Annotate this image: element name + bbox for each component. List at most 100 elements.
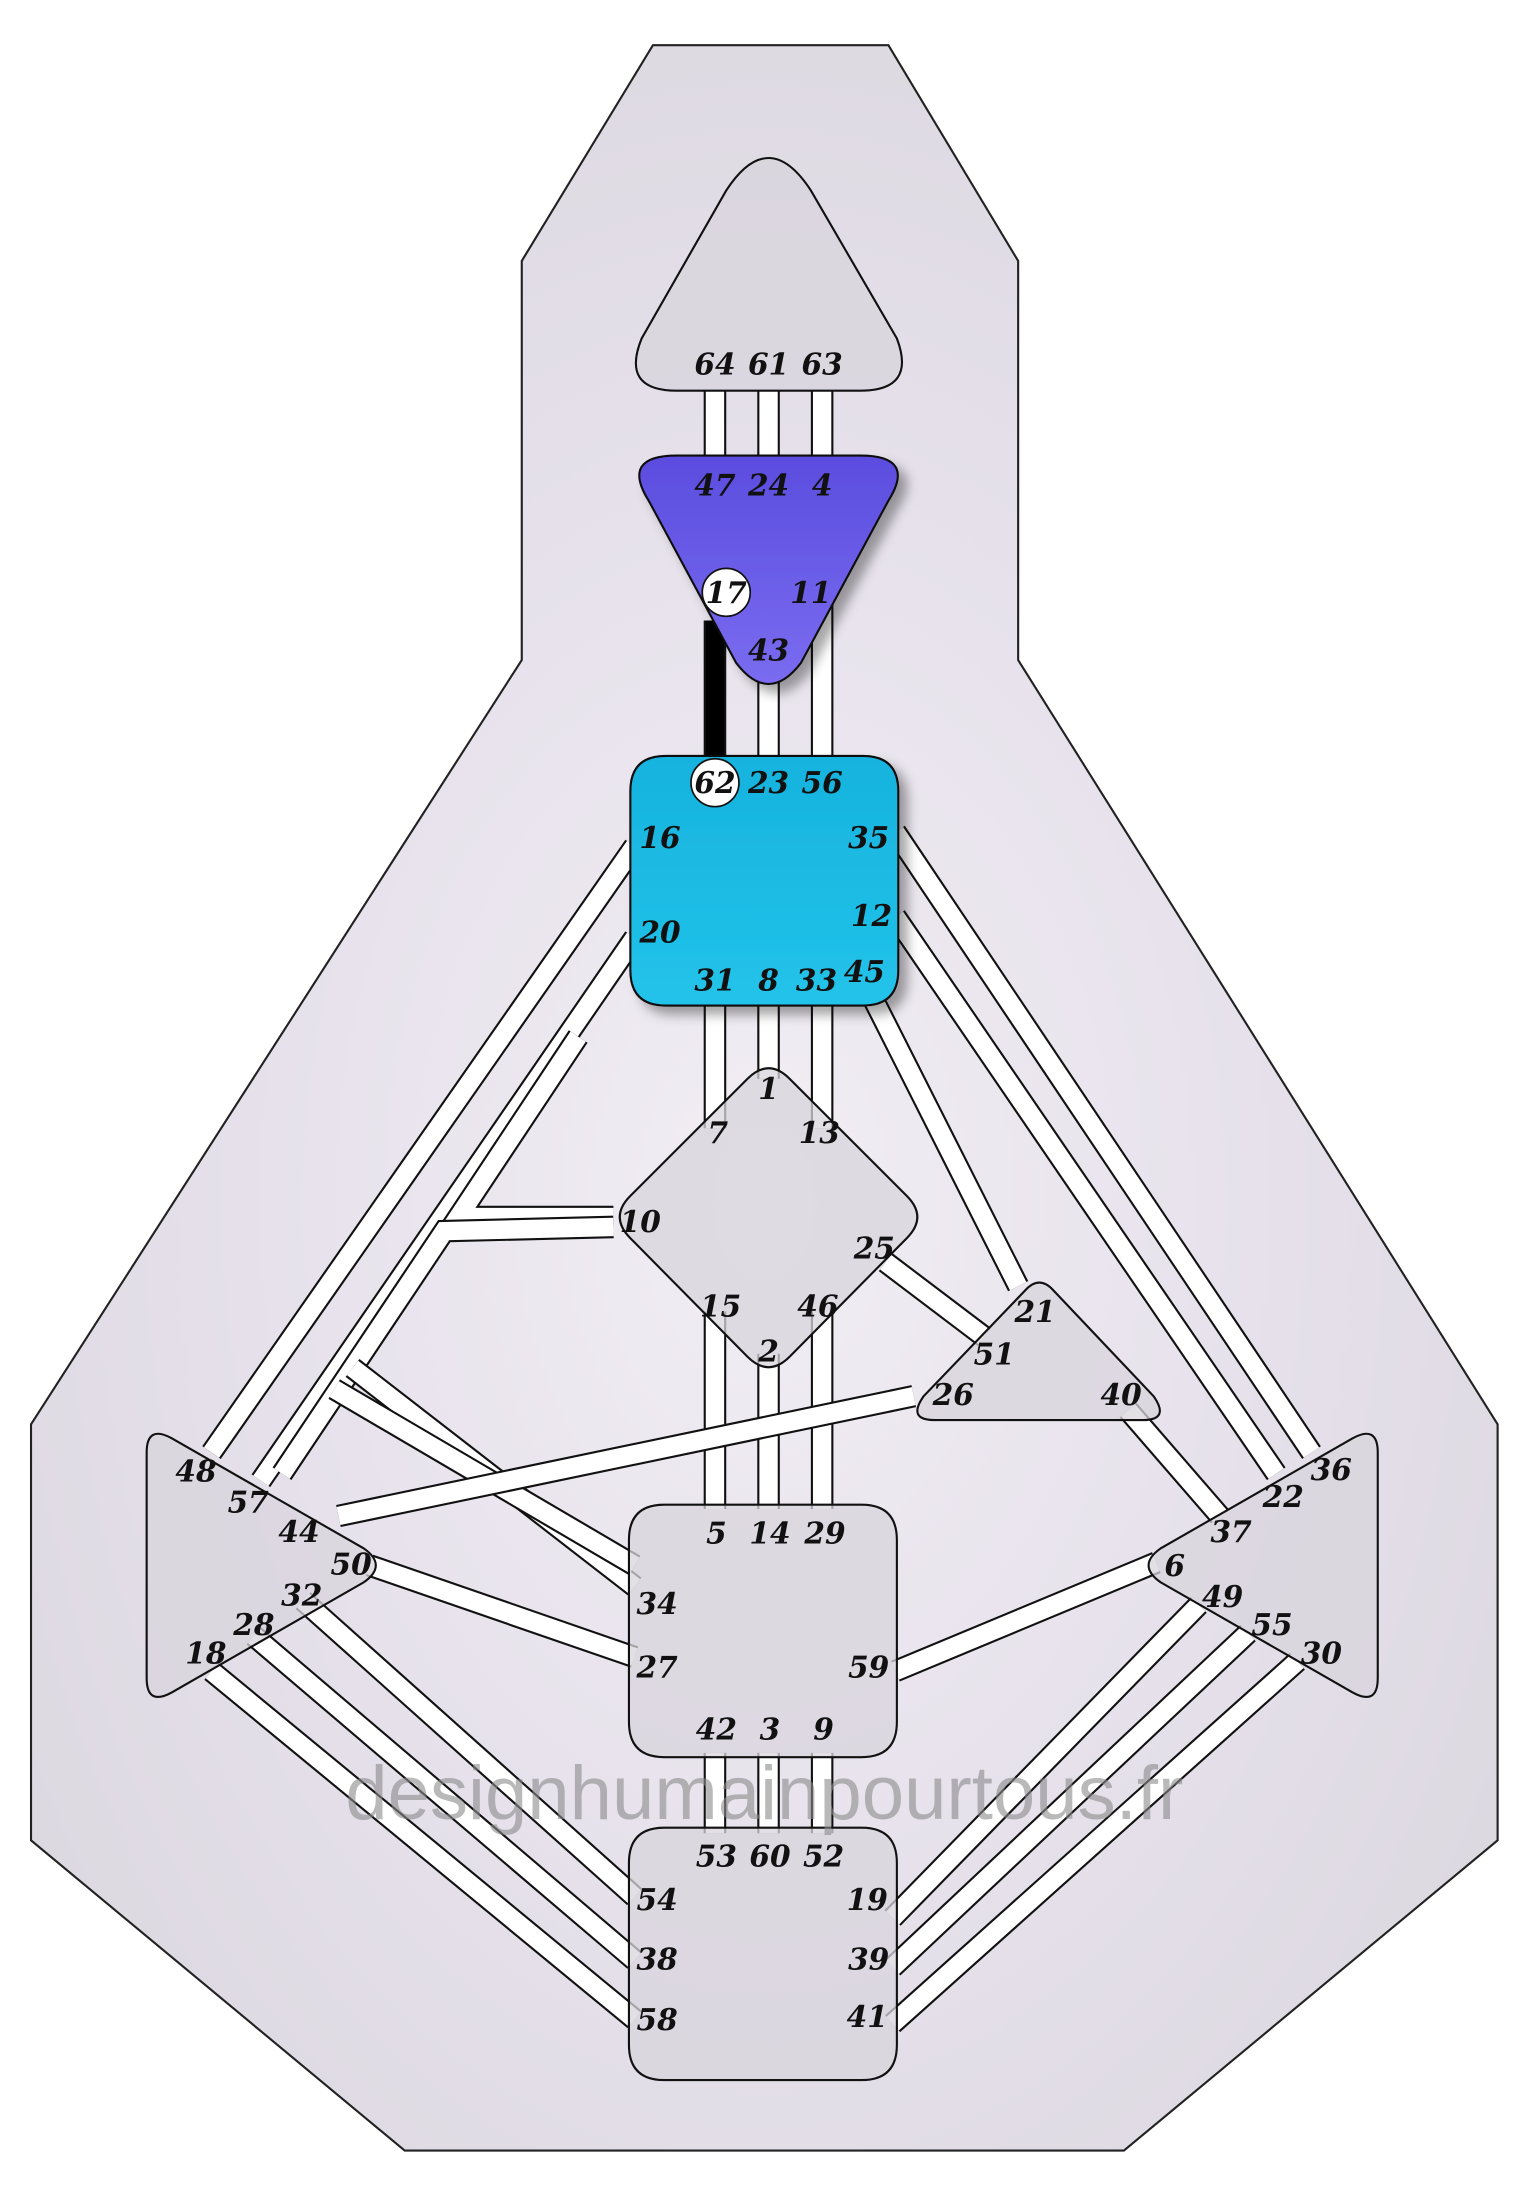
gate-label: 42: [696, 1711, 737, 1746]
channel-32-54: [295, 1592, 643, 1906]
gate-label: 63: [802, 346, 843, 381]
gate-46: 46: [797, 1288, 838, 1323]
gate-30: 30: [1301, 1635, 1343, 1670]
gate-label: 30: [1301, 1635, 1343, 1670]
gate-label: 14: [749, 1515, 790, 1550]
gate-label: 62: [694, 765, 735, 800]
gate-59: 59: [848, 1649, 889, 1684]
gate-37: 37: [1210, 1514, 1252, 1549]
center-spleen: [145, 1432, 377, 1698]
gate-label: 47: [694, 468, 736, 503]
channel-25-51: [878, 1253, 992, 1346]
gate-label: 46: [797, 1288, 838, 1323]
channel-41-30: [885, 1652, 1305, 2033]
gate-25: 25: [853, 1231, 895, 1266]
gate-label: 52: [803, 1838, 844, 1873]
center-g: [618, 1067, 919, 1369]
gate-label: 60: [749, 1838, 791, 1873]
gate-label: 33: [796, 963, 837, 998]
gate-52: 52: [803, 1838, 844, 1873]
gate-label: 37: [1210, 1514, 1252, 1549]
center-throat: [629, 754, 900, 1007]
gate-label: 59: [848, 1649, 889, 1684]
gate-22: 22: [1262, 1479, 1304, 1514]
gate-19: 19: [847, 1882, 888, 1917]
channel-18-58: [204, 1662, 642, 2029]
gate-label: 6: [1164, 1548, 1185, 1583]
gate-label: 53: [696, 1838, 737, 1873]
gate-29: 29: [803, 1515, 845, 1550]
gate-35: 35: [848, 820, 889, 855]
gate-53: 53: [696, 1838, 737, 1873]
gate-15: 15: [700, 1288, 741, 1323]
gate-label: 36: [1311, 1452, 1352, 1487]
channel-28-38: [246, 1627, 642, 1969]
gate-1: 1: [758, 1071, 779, 1106]
gate-label: 12: [851, 898, 892, 933]
gate-13: 13: [799, 1115, 840, 1150]
gate-34: 34: [637, 1586, 678, 1621]
gate-42: 42: [696, 1711, 737, 1746]
gate-5: 5: [706, 1515, 727, 1550]
gate-7: 7: [707, 1115, 728, 1150]
center-solar-plexus: [1147, 1432, 1379, 1698]
center-sacral: [627, 1503, 898, 1759]
gate-label: 1: [758, 1071, 779, 1106]
gate-label: 43: [748, 633, 789, 668]
gate-27: 27: [636, 1649, 679, 1684]
channel-12-22: [886, 910, 1286, 1481]
gate-label: 31: [694, 963, 735, 998]
gate-40: 40: [1100, 1377, 1142, 1412]
channel-26-44: [336, 1385, 917, 1528]
gate-4: 4: [812, 468, 833, 503]
gate-label: 50: [331, 1546, 373, 1581]
gate-56: 56: [802, 765, 843, 800]
gate-label: 48: [175, 1453, 216, 1488]
gate-51: 51: [974, 1336, 1015, 1371]
gate-label: 34: [637, 1586, 678, 1621]
gate-label: 5: [706, 1515, 727, 1550]
gate-45: 45: [844, 954, 885, 989]
channel-45-21: [857, 982, 1029, 1292]
gate-label: 20: [638, 915, 681, 950]
gate-label: 25: [853, 1231, 895, 1266]
gate-label: 28: [232, 1607, 274, 1642]
gate-48: 48: [175, 1453, 216, 1488]
gate-21: 21: [1013, 1294, 1055, 1329]
gate-10: 10: [620, 1204, 662, 1239]
gate-label: 18: [185, 1635, 226, 1670]
gate-54: 54: [637, 1882, 678, 1917]
gate-label: 41: [847, 1999, 888, 2034]
gate-label: 7: [707, 1115, 728, 1150]
gate-9: 9: [813, 1711, 834, 1746]
center-ajna: [638, 454, 899, 686]
gate-36: 36: [1311, 1452, 1352, 1487]
gate-26: 26: [932, 1377, 974, 1412]
gate-label: 21: [1013, 1294, 1055, 1329]
gate-label: 22: [1262, 1479, 1304, 1514]
gate-18: 18: [185, 1635, 226, 1670]
center-heart: [916, 1281, 1161, 1422]
gate-43: 43: [748, 633, 789, 668]
gate-label: 64: [694, 346, 735, 381]
gate-58: 58: [637, 2002, 678, 2037]
gate-8: 8: [757, 963, 779, 998]
gate-label: 35: [848, 820, 889, 855]
gate-label: 51: [974, 1336, 1015, 1371]
gate-64: 64: [694, 346, 735, 381]
gate-57: 57: [228, 1484, 270, 1519]
channel-39-55: [884, 1624, 1256, 1976]
gate-17: 17: [701, 567, 752, 618]
gate-label: 49: [1202, 1579, 1243, 1614]
gate-label: 27: [636, 1649, 679, 1684]
gate-label: 54: [637, 1882, 678, 1917]
gate-60: 60: [749, 1838, 791, 1873]
gate-label: 8: [757, 963, 779, 998]
channel-40-37: [1119, 1402, 1229, 1524]
gate-label: 17: [706, 575, 748, 610]
gate-label: 61: [748, 346, 789, 381]
center-root: [627, 1826, 898, 2082]
gate-63: 63: [802, 346, 843, 381]
gate-label: 23: [747, 765, 789, 800]
gate-label: 13: [799, 1115, 840, 1150]
